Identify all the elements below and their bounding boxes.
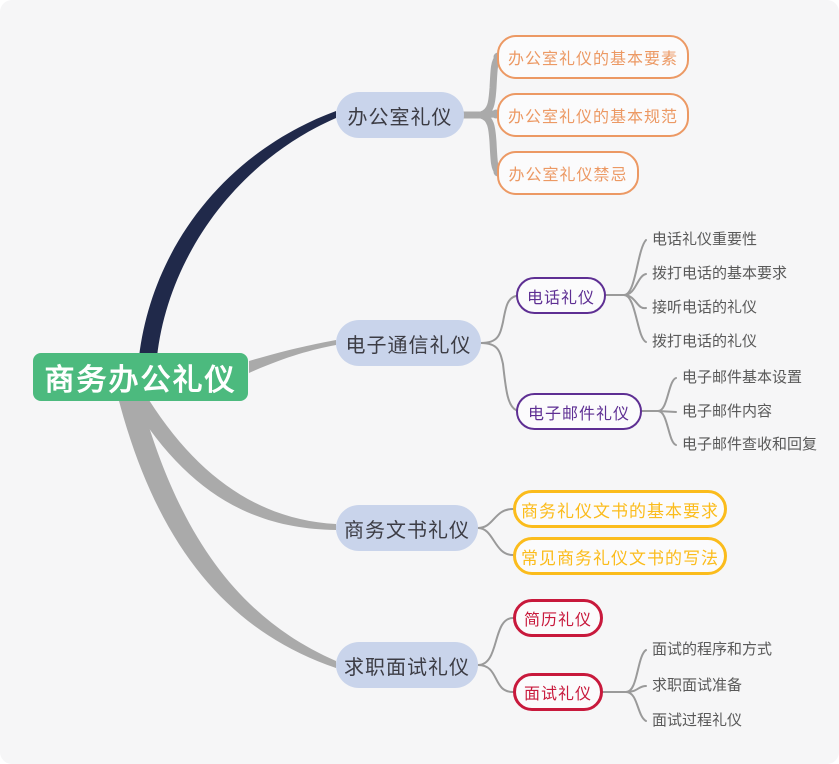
node-office-basic-elements[interactable]: 办公室礼仪的基本要素 (497, 35, 689, 79)
node-email-etiquette[interactable]: 电子邮件礼仪 (516, 393, 642, 430)
node-interview-etiquette[interactable]: 面试礼仪 (513, 673, 603, 711)
leaf-phone-importance[interactable]: 电话礼仪重要性 (652, 231, 758, 248)
root-node[interactable]: 商务办公礼仪 (33, 353, 248, 401)
leaf-phone-answering[interactable]: 接听电话的礼仪 (652, 299, 758, 316)
node-document-writing[interactable]: 常见商务礼仪文书的写法 (513, 537, 727, 575)
branch-documents-etiquette[interactable]: 商务文书礼仪 (336, 505, 478, 551)
bracket-interview-leaves (602, 649, 647, 722)
leaf-email-reply[interactable]: 电子邮件查收和回复 (682, 436, 818, 453)
bracket-office-children (457, 52, 503, 177)
bracket-ecomm-children (480, 295, 517, 411)
curve-root-to-documents (131, 400, 336, 530)
curve-root-to-office (139, 111, 336, 357)
bracket-documents-children (477, 508, 514, 556)
branch-ecomm-etiquette[interactable]: 电子通信礼仪 (336, 320, 481, 366)
node-office-taboos[interactable]: 办公室礼仪禁忌 (497, 151, 639, 195)
leaf-interview-procedure[interactable]: 面试的程序和方式 (652, 641, 773, 658)
leaf-email-content[interactable]: 电子邮件内容 (682, 403, 773, 420)
bracket-email-leaves (641, 377, 677, 446)
bracket-interview-children (477, 617, 514, 693)
node-office-basic-norms[interactable]: 办公室礼仪的基本规范 (497, 93, 689, 137)
leaf-interview-preparation[interactable]: 求职面试准备 (652, 677, 743, 694)
curve-root-to-interview (119, 400, 336, 668)
leaf-interview-process[interactable]: 面试过程礼仪 (652, 712, 743, 729)
leaf-phone-calling[interactable]: 拨打电话的礼仪 (652, 333, 758, 350)
node-document-requirements[interactable]: 商务礼仪文书的基本要求 (513, 490, 727, 528)
node-resume-etiquette[interactable]: 简历礼仪 (513, 599, 603, 637)
node-phone-etiquette[interactable]: 电话礼仪 (516, 277, 606, 314)
bracket-phone-leaves (605, 239, 647, 343)
leaf-phone-call-requirements[interactable]: 拨打电话的基本要求 (652, 265, 788, 282)
curve-root-to-ecomm (249, 340, 336, 373)
leaf-email-setup[interactable]: 电子邮件基本设置 (682, 369, 803, 386)
branch-office-etiquette[interactable]: 办公室礼仪 (336, 92, 464, 138)
branch-interview-etiquette[interactable]: 求职面试礼仪 (336, 642, 478, 688)
